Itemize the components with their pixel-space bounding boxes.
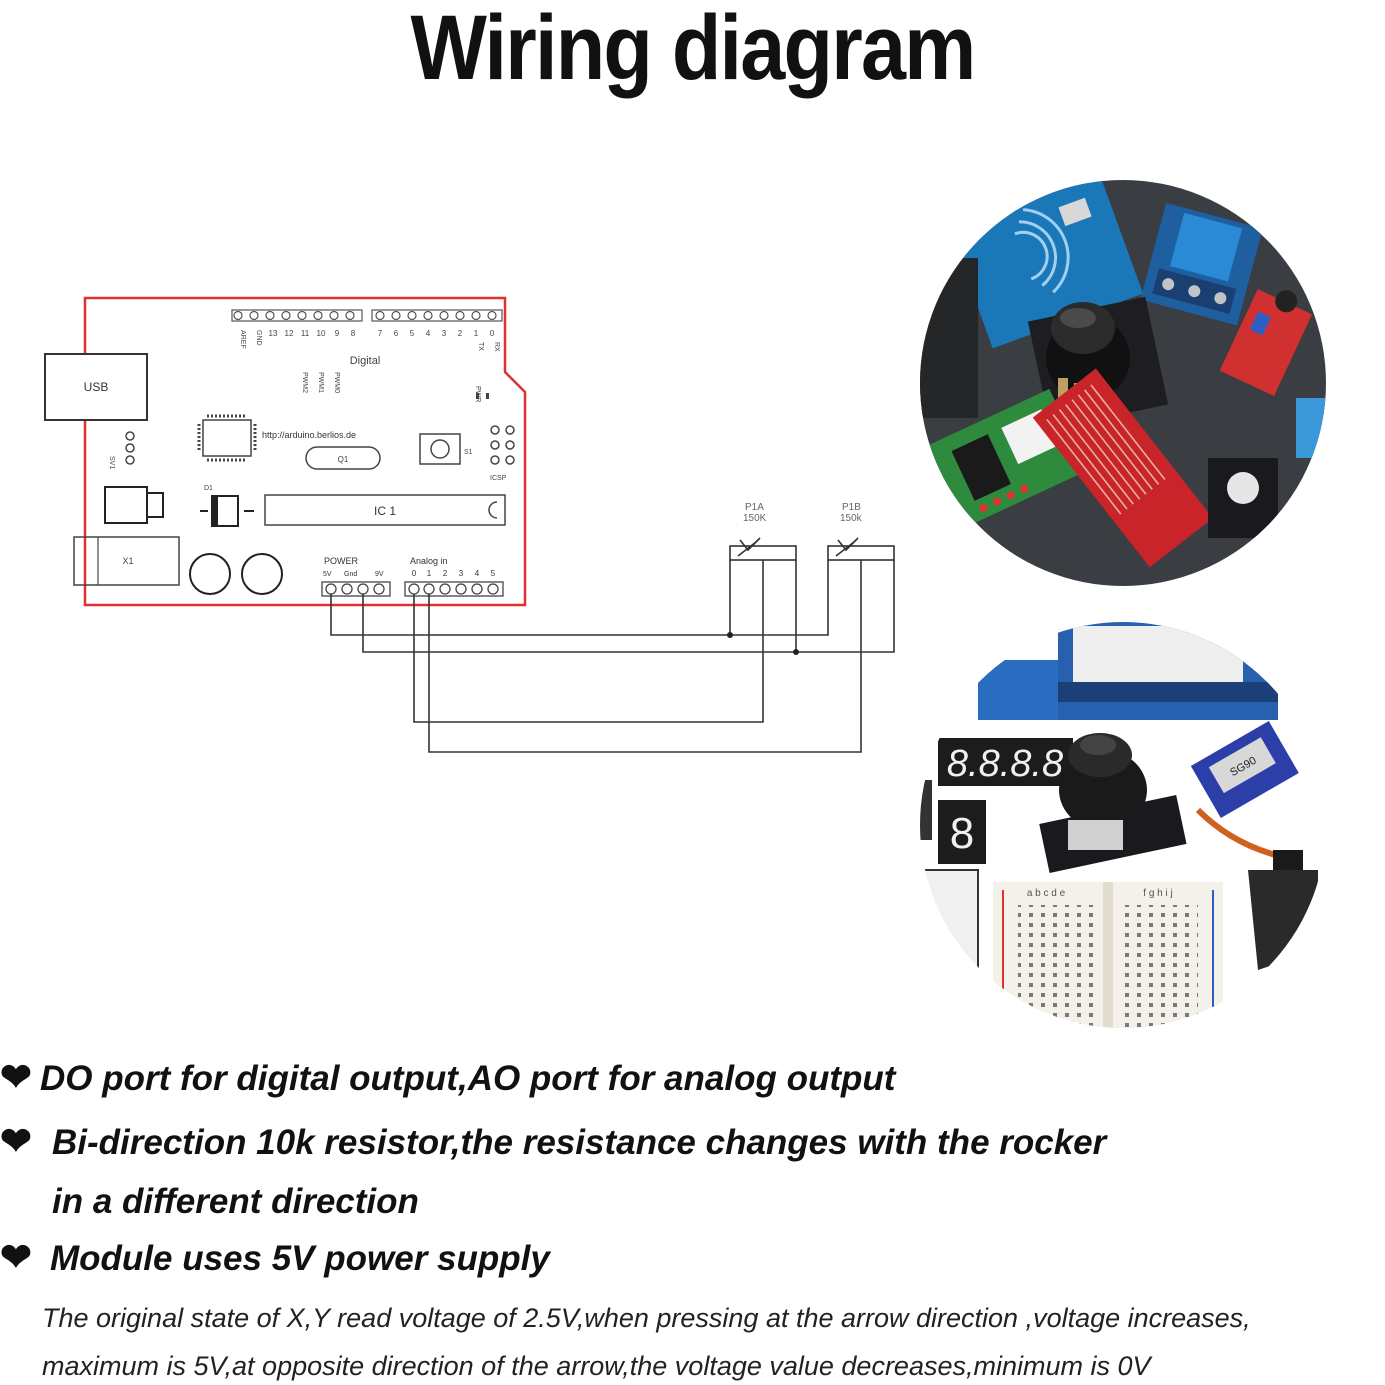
digital-pin-number: 4: [426, 329, 431, 338]
wires: [330, 560, 895, 753]
s1-label: S1: [464, 449, 473, 456]
digital-pin-number: 13: [269, 329, 278, 338]
icsp-header: [490, 425, 515, 465]
x1-label: X1: [122, 556, 133, 566]
analog-pin-numbers: 0 1 2 3 4 5: [412, 569, 496, 578]
potentiometer-b: [827, 537, 895, 561]
digital-pin-number: 5: [410, 329, 415, 338]
pot-b-value: 150k: [840, 513, 863, 524]
pwm1-label: PWM1: [317, 372, 324, 393]
digital-pin-number: 8: [351, 329, 356, 338]
bullet-item: ❤DO port for digital output,AO port for …: [0, 1058, 895, 1099]
digital-pin-number: 6: [394, 329, 399, 338]
capacitor-1: [189, 553, 231, 595]
power-pin-label: 9V: [375, 571, 384, 578]
arduino-board-outline: [83, 296, 527, 607]
heart-icon: ❤: [0, 1057, 32, 1099]
usb-connector: [44, 353, 148, 421]
digital-pin-number: 9: [335, 329, 340, 338]
pwm0-label: PWM0: [333, 372, 340, 393]
digital-pin-number: 10: [317, 329, 326, 338]
analog-pin-number: 1: [427, 569, 432, 578]
four-digit-display: [938, 738, 1073, 786]
bullet-text: DO port for digital output,AO port for a…: [40, 1059, 896, 1098]
note-line: The original state of X,Y read voltage o…: [42, 1303, 1251, 1333]
analog-label: Analog in: [410, 556, 448, 566]
four-digit-display-text: 8.8.8.8: [947, 743, 1063, 785]
digital-pin-number: 2: [458, 329, 463, 338]
analog-pin-number: 0: [412, 569, 417, 578]
heart-icon: ❤: [0, 1237, 32, 1279]
pot-a-name: P1A: [745, 502, 764, 513]
digital-pin-number: 11: [301, 329, 310, 338]
q1-crystal: [305, 446, 381, 470]
analog-pin-number: 2: [443, 569, 448, 578]
s1-button: [419, 433, 461, 465]
url-label: http://arduino.berlios.de: [262, 430, 356, 440]
pot-b-name: P1B: [842, 502, 861, 513]
ic1-label: IC 1: [374, 504, 396, 518]
bullet-text: Module uses 5V power supply: [50, 1239, 550, 1278]
bullet-item: ❤ Module uses 5V power supply: [0, 1238, 550, 1279]
power-pin-label: Gnd: [344, 571, 357, 578]
pwm2-label: PWM2: [301, 372, 308, 393]
analog-pin-number: 5: [491, 569, 496, 578]
usb-label: USB: [84, 380, 109, 394]
d1-label: D1: [204, 485, 213, 492]
digital-pin-number: 3: [442, 329, 447, 338]
x1-component: [73, 536, 180, 586]
rx-label: RX: [493, 342, 500, 352]
single-digit-display: [938, 800, 986, 864]
breadboard-letters-left: a b c d e: [1027, 888, 1066, 899]
ic1-chip: [264, 494, 506, 526]
pot-a-value: 150K: [743, 513, 767, 524]
digital-pin-number: 7: [378, 329, 383, 338]
digital-header: [231, 309, 503, 322]
potentiometer-a: [729, 537, 797, 561]
aref-label: AREF: [239, 330, 246, 349]
power-pin-label: 5V: [323, 571, 332, 578]
q1-label: Q1: [338, 455, 349, 464]
icsp-label: ICSP: [490, 475, 507, 482]
sensor-modules-photo: [920, 180, 1326, 586]
page-title: Wiring diagram: [410, 0, 977, 99]
sv1-jumper: [125, 431, 135, 465]
single-digit-display-text: 8: [950, 809, 974, 858]
power-label: POWER: [324, 556, 359, 566]
bullet-text: Bi-direction 10k resistor,the resistance…: [52, 1123, 1107, 1162]
breadboard-letters-right: f g h i j: [1143, 888, 1172, 899]
bullet-continuation: in a different direction: [52, 1182, 419, 1221]
microcontroller-chip: [202, 419, 252, 457]
digital-pin-number: 1: [474, 329, 479, 338]
heart-icon: ❤: [0, 1121, 32, 1163]
analog-pin-number: 3: [459, 569, 464, 578]
digital-pin-number: 12: [285, 329, 294, 338]
bullet-item: ❤ Bi-direction 10k resistor,the resistanc…: [0, 1122, 1106, 1163]
digital-label: Digital: [350, 355, 381, 367]
note-line: maximum is 5V,at opposite direction of t…: [42, 1351, 1151, 1381]
sv1-label: SV1: [108, 456, 115, 469]
analog-pin-number: 4: [475, 569, 480, 578]
tx-label: TX: [477, 342, 484, 351]
starter-kit-photo: 8.8.8.8 8 SG90 a b c d e f g h i j: [920, 622, 1326, 1028]
analog-header: [404, 581, 504, 597]
digital-pin-number: 0: [490, 329, 495, 338]
gnd-top-label: GND: [255, 330, 262, 346]
capacitor-2: [241, 553, 283, 595]
